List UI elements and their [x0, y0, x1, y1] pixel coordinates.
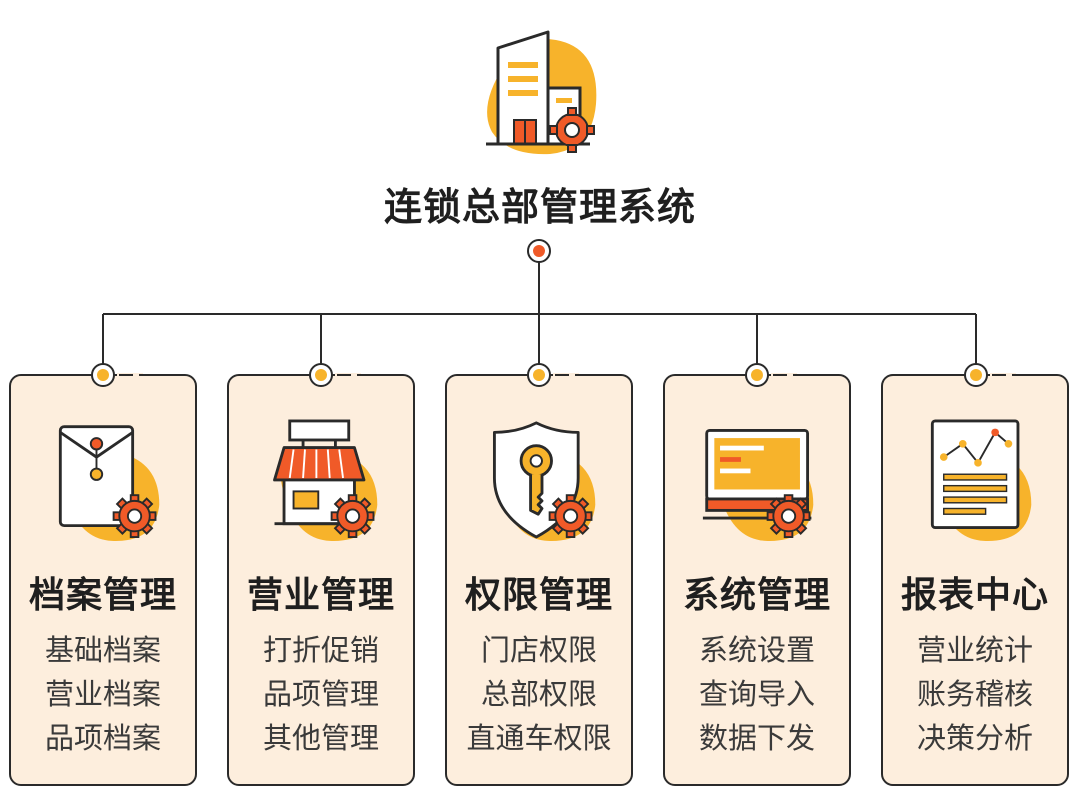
module-feature-item[interactable]: 数据下发 [698, 721, 815, 755]
module-node-dot [91, 363, 151, 387]
report-chart-icon [930, 419, 1032, 541]
module-feature-item[interactable]: 其他管理 [262, 721, 379, 755]
module-feature-item[interactable]: 总部权限 [480, 677, 597, 711]
module-title: 营业管理 [246, 575, 395, 616]
module-feature-list: 营业统计账务稽核决策分析 [883, 628, 1067, 760]
module-feature-item[interactable]: 决策分析 [916, 721, 1033, 755]
module-node-dot [745, 363, 805, 387]
module-node-dot [527, 363, 587, 387]
module-feature-item[interactable]: 营业统计 [916, 633, 1033, 667]
module-feature-item[interactable]: 品项档案 [44, 721, 161, 755]
module-title: 档案管理 [28, 575, 177, 616]
module-card[interactable]: 报表中心营业统计账务稽核决策分析 [881, 374, 1069, 786]
module-node-dot [964, 363, 1024, 387]
module-title: 权限管理 [464, 575, 613, 616]
module-feature-item[interactable]: 基础档案 [44, 633, 161, 667]
module-feature-item[interactable]: 查询导入 [698, 677, 815, 711]
module-feature-item[interactable]: 账务稽核 [916, 677, 1033, 711]
module-feature-item[interactable]: 直通车权限 [466, 721, 612, 755]
module-card[interactable]: 档案管理基础档案营业档案品项档案 [9, 374, 197, 786]
module-title: 系统管理 [682, 575, 831, 616]
module-feature-item[interactable]: 门店权限 [480, 633, 597, 667]
module-card[interactable]: 营业管理打折促销品项管理其他管理 [227, 374, 415, 786]
module-feature-item[interactable]: 打折促销 [262, 633, 379, 667]
module-node-dot [309, 363, 369, 387]
module-feature-item[interactable]: 品项管理 [262, 677, 379, 711]
store-gear-icon [273, 419, 378, 541]
module-feature-list: 基础档案营业档案品项档案 [11, 628, 195, 760]
module-feature-list: 系统设置查询导入数据下发 [665, 628, 849, 760]
module-feature-list: 门店权限总部权限直通车权限 [447, 628, 631, 760]
building-gear-icon [486, 30, 597, 155]
module-feature-item[interactable]: 营业档案 [44, 677, 161, 711]
shield-key-gear-icon [492, 421, 596, 541]
module-title: 报表中心 [900, 575, 1049, 616]
module-card[interactable]: 权限管理门店权限总部权限直通车权限 [445, 374, 633, 786]
folder-gear-icon [58, 425, 160, 541]
module-card[interactable]: 系统管理系统设置查询导入数据下发 [663, 374, 851, 786]
module-feature-list: 打折促销品项管理其他管理 [229, 628, 413, 760]
module-feature-item[interactable]: 系统设置 [698, 633, 815, 667]
page-title: 连锁总部管理系统 [383, 185, 696, 229]
monitor-gear-icon [702, 429, 814, 541]
